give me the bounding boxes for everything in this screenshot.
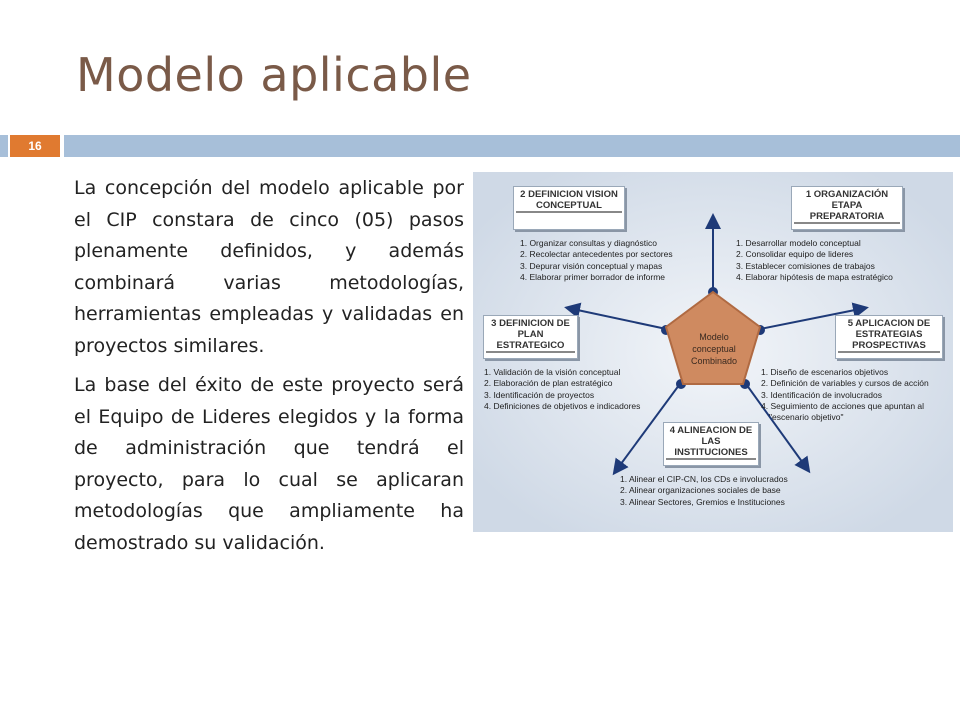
list-item: 3. Alinear Sectores, Gremios e Instituci… bbox=[620, 496, 785, 507]
step-2-box: 2 DEFINICION VISION CONCEPTUAL bbox=[513, 186, 625, 230]
step-4-title: 4 ALINEACION DE LAS INSTITUCIONES bbox=[666, 425, 756, 460]
step-1-list: 1. Desarrollar modelo conceptual 2. Cons… bbox=[736, 238, 893, 283]
list-item: 3. Identificación de proyectos bbox=[484, 389, 595, 400]
list-item: 4. Elaborar hipótesis de mapa estratégic… bbox=[736, 271, 893, 282]
body-paragraph-1: La concepción del modelo aplicable por e… bbox=[74, 177, 464, 357]
step-2-list: 1. Organizar consultas y diagnóstico 2. … bbox=[520, 238, 673, 283]
list-item: 2. Elaboración de plan estratégico bbox=[484, 378, 613, 389]
list-item: 4. Definiciones de objetivos e indicador… bbox=[484, 400, 641, 411]
list-item: 1. Organizar consultas y diagnóstico bbox=[520, 238, 658, 248]
list-item: 3. Depurar visión conceptual y mapas bbox=[520, 260, 663, 271]
step-2-title: 2 DEFINICION VISION CONCEPTUAL bbox=[516, 189, 622, 213]
list-item: 2. Recolectar antecedentes por sectores bbox=[520, 249, 673, 260]
step-1-box: 1 ORGANIZACIÓN ETAPA PREPARATORIA bbox=[791, 186, 903, 230]
center-line-2: conceptual bbox=[692, 344, 736, 354]
list-item: 4. Seguimiento de acciones que apuntan a… bbox=[761, 400, 925, 411]
title-rule-right bbox=[64, 135, 960, 157]
step-4-list: 1. Alinear el CIP-CN, los CDs e involucr… bbox=[620, 474, 788, 508]
step-3-box: 3 DEFINICION DE PLAN ESTRATEGICO bbox=[483, 315, 578, 359]
list-item: 3. Establecer comisiones de trabajos bbox=[736, 260, 875, 271]
slide-title: Modelo aplicable bbox=[76, 48, 472, 102]
body-text: La concepción del modelo aplicable por e… bbox=[74, 173, 464, 567]
step-5-box: 5 APLICACION DE ESTRATEGIAS PROSPECTIVAS bbox=[835, 315, 943, 359]
slide-number: 16 bbox=[10, 135, 60, 157]
arrow-right bbox=[754, 302, 869, 331]
list-item: 4. Elaborar primer borrador de informe bbox=[520, 271, 666, 282]
step-1-title: 1 ORGANIZACIÓN ETAPA PREPARATORIA bbox=[794, 189, 900, 224]
center-line-1: Modelo bbox=[699, 332, 729, 342]
step-4-box: 4 ALINEACION DE LAS INSTITUCIONES bbox=[663, 422, 759, 466]
list-item: "escenario objetivo" bbox=[769, 412, 844, 423]
step-5-list: 1. Diseño de escenarios objetivos 2. Def… bbox=[761, 367, 929, 423]
step-3-list: 1. Validación de la visión conceptual 2.… bbox=[484, 367, 640, 412]
list-item: 2. Consolidar equipo de lideres bbox=[736, 249, 854, 260]
step-3-title: 3 DEFINICION DE PLAN ESTRATEGICO bbox=[486, 318, 575, 353]
model-diagram: Modelo conceptual Combinado 2 DEFINICION… bbox=[473, 172, 953, 532]
arrow-down-right bbox=[740, 376, 811, 474]
list-item: 1. Diseño de escenarios objetivos bbox=[761, 367, 889, 377]
arrow-down-left bbox=[612, 376, 686, 476]
list-item: 2. Definición de variables y cursos de a… bbox=[761, 378, 929, 389]
center-label: Modelo conceptual Combinado bbox=[678, 331, 750, 367]
list-item: 1. Alinear el CIP-CN, los CDs e involucr… bbox=[620, 474, 788, 484]
list-item: 3. Identificación de involucrados bbox=[761, 389, 882, 400]
step-5-title: 5 APLICACION DE ESTRATEGIAS PROSPECTIVAS bbox=[838, 318, 940, 353]
list-item: 2. Alinear organizaciones sociales de ba… bbox=[620, 485, 781, 496]
body-paragraph-2: La base del éxito de este proyecto será … bbox=[74, 374, 464, 554]
center-pentagon bbox=[664, 290, 762, 385]
center-line-3: Combinado bbox=[690, 356, 738, 366]
list-item: 1. Desarrollar modelo conceptual bbox=[736, 238, 861, 248]
arrow-left bbox=[564, 302, 672, 331]
list-item: 1. Validación de la visión conceptual bbox=[484, 367, 621, 377]
title-rule-left bbox=[0, 135, 8, 157]
